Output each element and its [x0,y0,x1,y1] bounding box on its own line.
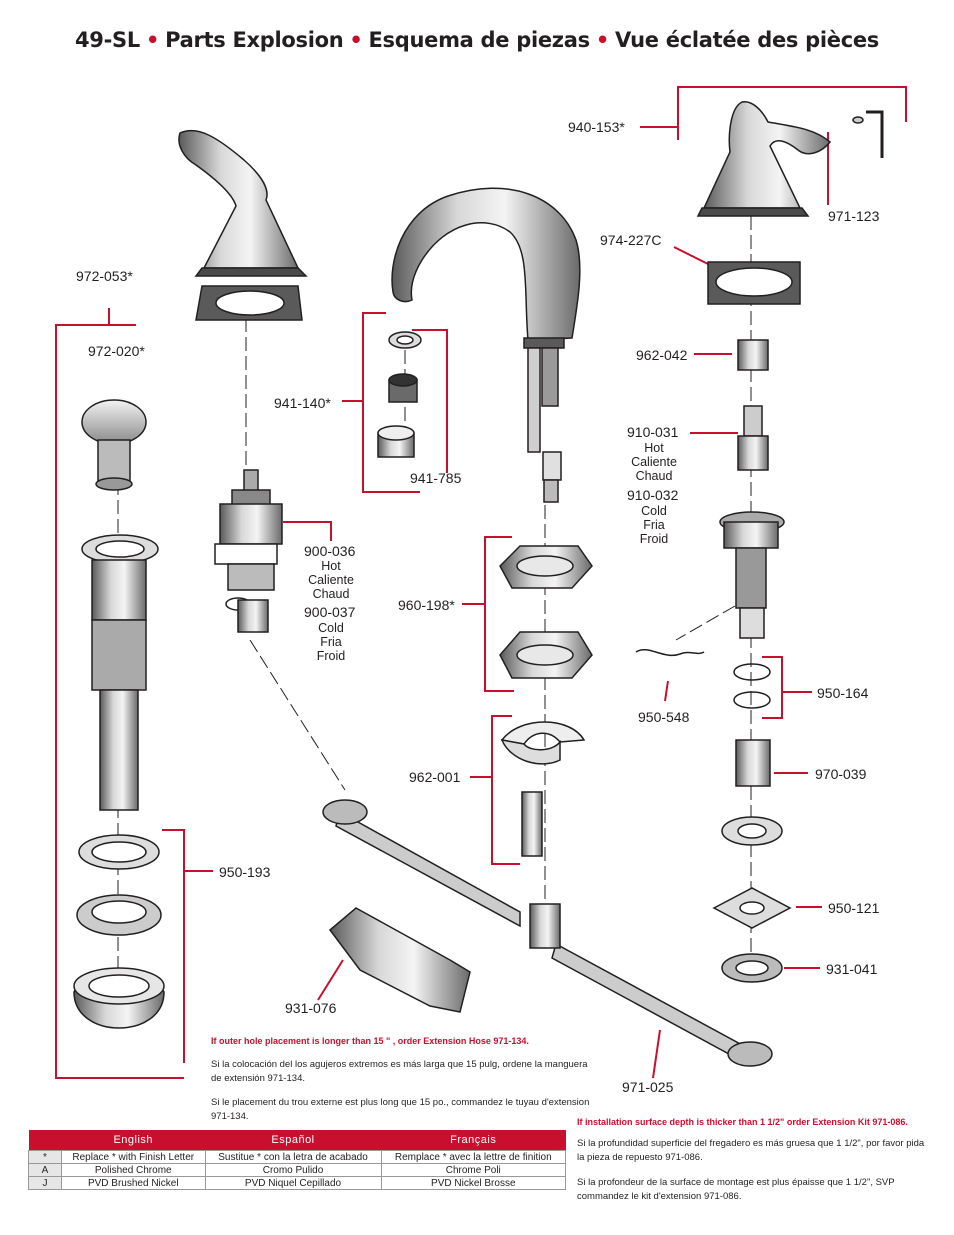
label-972-053: 972-053* [76,268,133,284]
label-970-039: 970-039 [815,766,867,782]
title-french: Vue éclatée des pièces [614,28,879,52]
label-962-001: 962-001 [409,769,461,785]
label-960-198: 960-198* [398,597,455,613]
legend-code: A [28,1163,62,1177]
title-bullet: • [145,28,160,52]
assembly-line-left-valve [249,639,346,791]
legend-header-spanish: Español [205,1130,382,1151]
legend-english: Polished Chrome [61,1163,206,1177]
legend-row: J PVD Brushed Nickel PVD Niquel Cepillad… [28,1176,567,1190]
legend-spanish: Cromo Pulido [204,1163,382,1177]
page-title: 49-SL•Parts Explosion•Esquema de piezas•… [0,28,954,52]
left-handle [178,129,308,321]
legend-english: Replace * with Finish Letter [61,1150,206,1164]
callout-brackets [55,86,907,1079]
label-910-032: 910-032 [627,487,679,503]
label-chaud-right: Chaud [636,469,673,483]
legend-header-french: Français [381,1130,566,1151]
label-931-041: 931-041 [826,961,878,977]
legend-french: Chrome Poli [380,1163,567,1177]
note-kit-english: If installation surface depth is thicker… [577,1117,908,1127]
bracket-900-036 [283,521,332,541]
label-cold-left: Cold [318,621,344,635]
bracket-950-193 [162,829,185,1063]
label-hot-left: Hot [321,559,341,573]
label-froid-left: Froid [317,649,346,663]
hose-assembly [322,649,773,1067]
title-english: Parts Explosion [165,28,344,52]
leader-974-227C [673,246,709,265]
title-spanish: Esquema de piezas [368,28,591,52]
legend-row: * Replace * with Finish Letter Sustitue … [28,1150,567,1164]
label-910-031: 910-031 [627,424,679,440]
label-941-785: 941-785 [410,470,462,486]
legend-header-english: English [61,1130,205,1151]
label-950-164: 950-164 [817,685,869,701]
label-941-140: 941-140* [274,395,331,411]
bracket-960-198 [484,536,514,692]
legend-english: PVD Brushed Nickel [61,1176,206,1190]
label-900-037: 900-037 [304,604,356,620]
leader-931-076 [317,959,344,1001]
label-940-153: 940-153* [568,119,625,135]
note-kit-spanish: Si la profundidad superficie del fregade… [577,1138,925,1163]
bracket-940-153 [677,86,907,140]
model-number: 49-SL [74,28,140,52]
legend-spanish: Sustitue * con la letra de acabado [204,1150,382,1164]
label-950-548: 950-548 [638,709,690,725]
note-kit-french: Si la profondeur de la surface de montag… [577,1177,895,1202]
bracket-941-140 [362,312,420,493]
label-974-227C: 974-227C [600,232,662,248]
aerator-parts [377,331,422,458]
label-cold-right: Cold [641,504,667,518]
spout [391,187,581,503]
left-valve-cartridge [214,469,283,633]
label-962-042: 962-042 [636,347,688,363]
legend-french: Remplace * avec la lettre de finition [380,1150,567,1164]
label-fria-right: Fria [643,518,665,532]
bracket-950-164 [762,656,783,719]
label-900-036: 900-036 [304,543,356,559]
label-971-123: 971-123 [828,208,880,224]
legend-french: PVD Nickel Brosse [380,1176,567,1190]
label-froid-right: Froid [640,532,669,546]
label-hot-right: Hot [644,441,664,455]
note-hose-french: Si le placement du trou externe est plus… [211,1097,590,1122]
bracket-962-001 [491,715,520,865]
leader-971-025 [652,1029,661,1079]
leader-950-548 [664,680,669,702]
label-950-121: 950-121 [828,900,880,916]
legend-code: * [28,1150,62,1164]
label-fria-left: Fria [320,635,342,649]
legend-row: A Polished Chrome Cromo Pulido Chrome Po… [28,1163,567,1177]
finish-legend-table: English Español Français * Replace * wit… [28,1130,567,1190]
label-chaud-left: Chaud [313,587,350,601]
label-931-076: 931-076 [285,1000,337,1016]
part-labels: 940-153* 971-123 974-227C 962-042 910-03… [76,119,880,1095]
title-bullet: • [595,28,609,52]
legend-header-row: English Español Français [28,1130,566,1151]
legend-code: J [28,1176,62,1190]
label-950-193: 950-193 [219,864,271,880]
drain-assembly [73,399,165,1029]
legend-header-blank [28,1130,62,1151]
right-handle-assembly [696,101,884,983]
title-bullet: • [349,28,363,52]
label-972-020: 972-020* [88,343,145,359]
label-971-025: 971-025 [622,1079,674,1095]
legend-spanish: PVD Niquel Cepillado [204,1176,382,1190]
bracket-941-785 [412,329,448,473]
center-plates [499,545,593,857]
assembly-line-hose-right [675,605,736,641]
label-caliente-right: Caliente [631,455,677,469]
note-hose-spanish: Si la colocación del los agujeros extrem… [211,1059,588,1084]
note-hose-english: If outer hole placement is longer than 1… [211,1036,529,1046]
label-caliente-left: Caliente [308,573,354,587]
